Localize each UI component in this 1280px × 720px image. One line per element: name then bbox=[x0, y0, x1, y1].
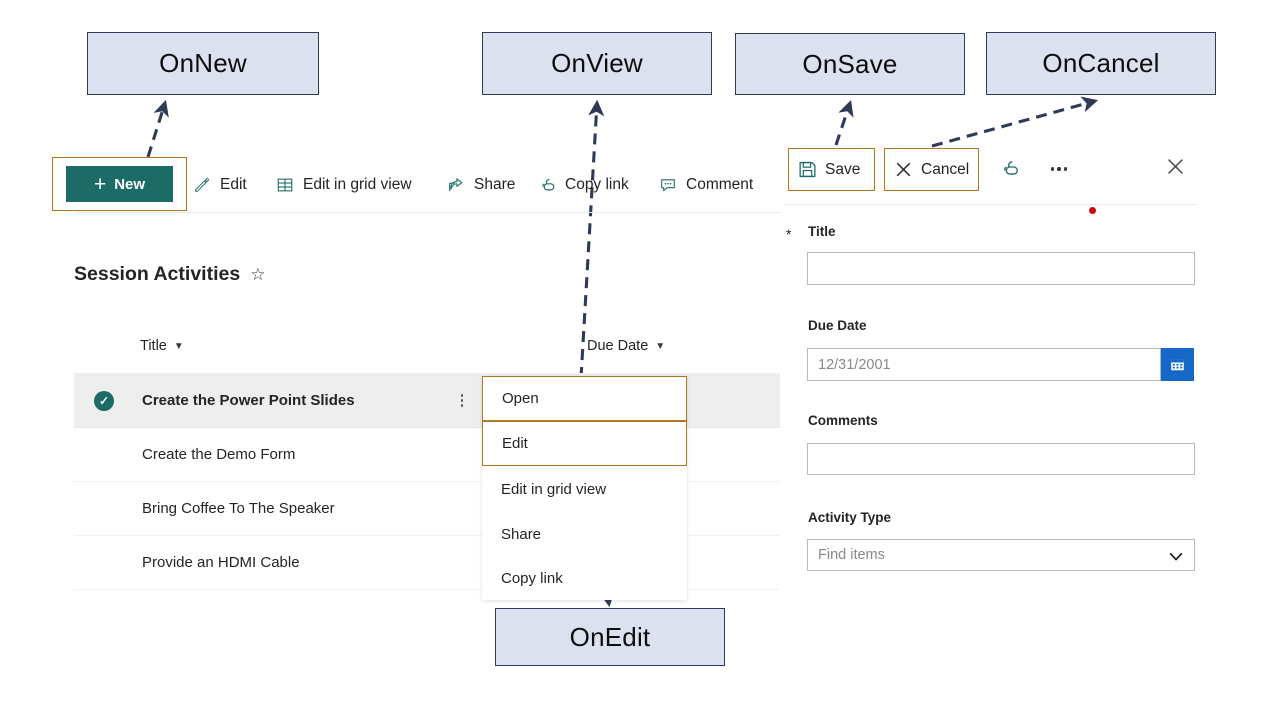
required-marker: * bbox=[786, 226, 792, 242]
arrow-on-new bbox=[146, 99, 169, 158]
link-icon bbox=[537, 175, 557, 195]
row-title: Provide an HDMI Cable bbox=[142, 554, 300, 571]
callout-on-new-label: OnNew bbox=[159, 48, 247, 78]
new-button[interactable]: + New bbox=[66, 166, 173, 202]
context-menu-item-share-label: Share bbox=[501, 526, 542, 543]
context-menu-item-copy-link[interactable]: Copy link bbox=[482, 556, 687, 601]
callout-on-new: OnNew bbox=[87, 32, 319, 95]
table-row[interactable]: Provide an HDMI Cable bbox=[74, 536, 780, 590]
new-button-highlight-frame: + New bbox=[52, 157, 187, 211]
chevron-down-icon[interactable] bbox=[1167, 548, 1183, 563]
row-title: Create the Power Point Slides bbox=[142, 392, 355, 409]
cancel-button-label[interactable]: Cancel bbox=[921, 160, 970, 178]
callout-on-view-label: OnView bbox=[551, 48, 643, 78]
save-button-highlight-frame: Save bbox=[788, 148, 875, 191]
due-date-placeholder: 12/31/2001 bbox=[818, 356, 891, 373]
chevron-down-icon: ▼ bbox=[655, 340, 666, 352]
context-menu-item-open[interactable]: Open bbox=[482, 376, 687, 421]
context-menu-item-edit-in-grid-view-label: Edit in grid view bbox=[501, 481, 607, 498]
row-more-actions-icon[interactable] bbox=[454, 391, 470, 411]
link-icon[interactable] bbox=[998, 157, 1022, 181]
callout-on-edit: OnEdit bbox=[495, 608, 725, 666]
plus-icon: + bbox=[93, 172, 107, 196]
list-title-text: Session Activities bbox=[74, 263, 241, 285]
command-comment-label: Comment bbox=[686, 176, 754, 193]
context-menu-item-edit-label: Edit bbox=[502, 435, 528, 452]
command-edit-in-grid-view-label: Edit in grid view bbox=[303, 176, 412, 193]
command-comment[interactable]: Comment bbox=[658, 170, 753, 200]
command-copy-link-label: Copy link bbox=[565, 176, 629, 193]
command-copy-link[interactable]: Copy link bbox=[537, 170, 629, 200]
new-button-label: New bbox=[114, 175, 146, 193]
row-context-menu: Open Edit Edit in grid view Share Copy l… bbox=[482, 376, 687, 600]
command-share-label: Share bbox=[474, 176, 516, 193]
list-title: Session Activities ☆ bbox=[74, 263, 265, 286]
column-header-due-date-label: Due Date bbox=[587, 338, 649, 354]
chevron-down-icon: ▼ bbox=[173, 340, 184, 352]
close-x-icon bbox=[893, 159, 914, 180]
command-edit-label: Edit bbox=[220, 176, 247, 193]
grid-icon bbox=[275, 175, 295, 195]
command-edit-in-grid-view[interactable]: Edit in grid view bbox=[275, 170, 412, 200]
table-row[interactable]: Create the Demo Form bbox=[74, 428, 780, 482]
activity-type-placeholder: Find items bbox=[818, 547, 885, 563]
column-header-title-label: Title bbox=[140, 338, 167, 354]
table-row[interactable]: Bring Coffee To The Speaker bbox=[74, 482, 780, 536]
arrow-on-cancel bbox=[931, 96, 1099, 148]
command-share[interactable]: Share bbox=[446, 170, 515, 200]
title-input[interactable] bbox=[807, 252, 1195, 285]
row-title: Bring Coffee To The Speaker bbox=[142, 500, 335, 517]
pencil-icon bbox=[192, 175, 212, 195]
callout-on-edit-label: OnEdit bbox=[569, 621, 651, 652]
command-bar-divider bbox=[74, 212, 780, 213]
due-date-input[interactable]: 12/31/2001 bbox=[807, 348, 1161, 381]
context-menu-item-copy-link-label: Copy link bbox=[501, 570, 563, 587]
command-edit[interactable]: Edit bbox=[192, 170, 247, 200]
ellipsis-icon[interactable] bbox=[1046, 158, 1072, 180]
column-header-title[interactable]: Title ▼ bbox=[140, 335, 184, 357]
row-checkbox-checked-icon[interactable]: ✓ bbox=[94, 390, 114, 411]
cancel-button-highlight-frame: Cancel bbox=[884, 148, 979, 191]
close-panel-icon[interactable] bbox=[1163, 154, 1187, 178]
callout-on-cancel-label: OnCancel bbox=[1042, 48, 1160, 78]
star-icon[interactable]: ☆ bbox=[250, 264, 266, 284]
column-header-due-date[interactable]: Due Date ▼ bbox=[587, 335, 665, 357]
save-button-label[interactable]: Save bbox=[825, 160, 861, 178]
field-label-title: Title bbox=[808, 224, 836, 239]
field-label-activity-type: Activity Type bbox=[808, 510, 892, 525]
share-icon bbox=[446, 175, 466, 195]
calendar-icon[interactable] bbox=[1161, 348, 1194, 381]
unsaved-indicator-dot bbox=[1089, 207, 1096, 214]
callout-on-save: OnSave bbox=[735, 33, 965, 95]
context-menu-item-edit-in-grid-view[interactable]: Edit in grid view bbox=[482, 467, 687, 512]
callout-on-cancel: OnCancel bbox=[986, 32, 1216, 95]
form-command-bar-divider bbox=[784, 204, 1196, 205]
callout-on-save-label: OnSave bbox=[802, 48, 898, 79]
context-menu-item-edit[interactable]: Edit bbox=[482, 421, 687, 466]
comments-input[interactable] bbox=[807, 443, 1195, 475]
context-menu-item-share[interactable]: Share bbox=[482, 512, 687, 557]
field-label-comments: Comments bbox=[808, 413, 878, 428]
activity-type-picker[interactable]: Find items bbox=[807, 539, 1195, 571]
row-title: Create the Demo Form bbox=[142, 446, 296, 463]
header-rule bbox=[74, 373, 780, 374]
callout-on-view: OnView bbox=[482, 32, 712, 95]
comment-icon bbox=[658, 175, 678, 195]
save-floppy-icon bbox=[797, 159, 818, 180]
context-menu-item-open-label: Open bbox=[502, 390, 539, 407]
arrow-on-save bbox=[834, 99, 854, 146]
field-label-due-date: Due Date bbox=[808, 318, 867, 333]
